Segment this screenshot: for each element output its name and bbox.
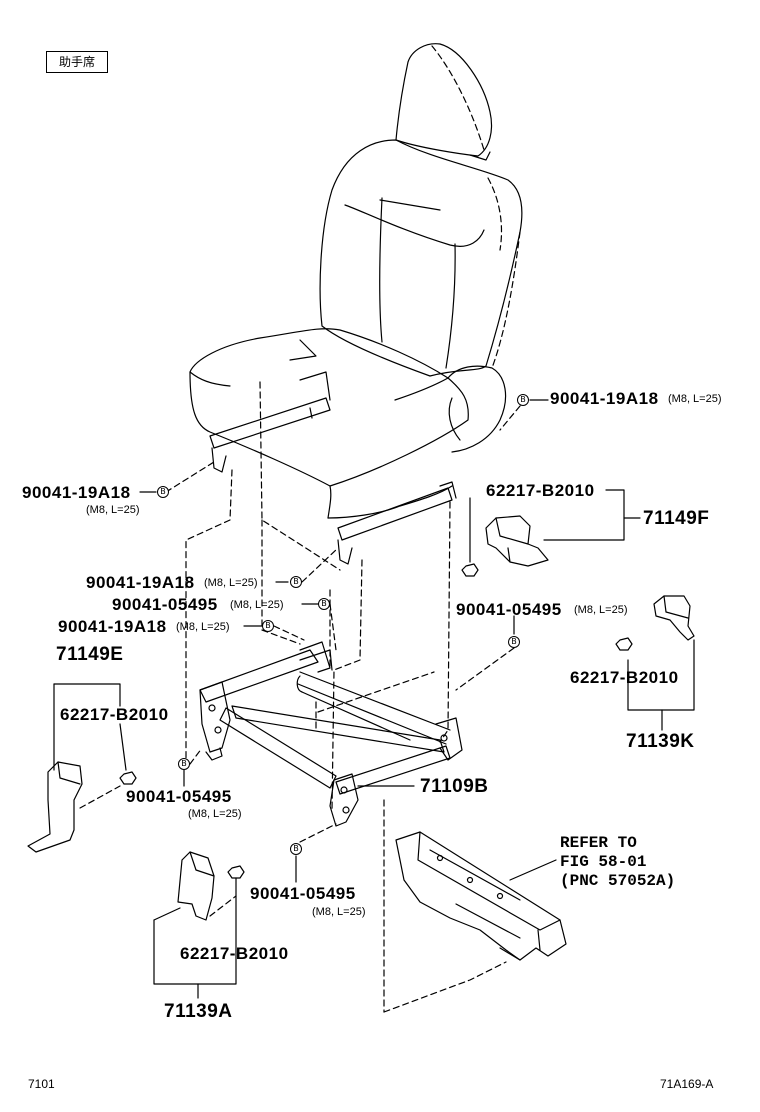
seat-assembly	[185, 43, 523, 811]
part-number-90041-05495: 90041-05495	[126, 787, 232, 806]
part-number-62217-b2010: 62217-B2010	[180, 944, 289, 963]
footer-figure-id: 71A169-A	[660, 1077, 714, 1091]
refer-line-1: REFER TO	[560, 834, 637, 852]
marker-b: B	[508, 636, 520, 648]
spec-label: (M8, L=25)	[312, 906, 366, 918]
part-number-90041-05495: 90041-05495	[112, 595, 218, 614]
refer-line-3: (PNC 57052A)	[560, 872, 676, 890]
part-number-71149e: 71149E	[56, 644, 124, 665]
side-label-box: 助手席	[46, 51, 108, 73]
part-number-90041-19a18: 90041-19A18	[86, 573, 195, 592]
marker-b: B	[262, 620, 274, 632]
marker-b: B	[178, 758, 190, 770]
seat-frame-71109b	[199, 641, 463, 827]
cover-71139k-shape	[653, 595, 695, 641]
marker-b: B	[290, 843, 302, 855]
part-number-71139k: 71139K	[626, 731, 695, 752]
marker-b: B	[318, 598, 330, 610]
spec-label: (M8, L=25)	[574, 604, 628, 616]
marker-b: B	[517, 394, 529, 406]
marker-b: B	[157, 486, 169, 498]
leader-lines	[53, 399, 695, 999]
part-number-90041-05495: 90041-05495	[456, 600, 562, 619]
footer-page-code: 7101	[28, 1077, 55, 1091]
spec-label: (M8, L=25)	[176, 621, 230, 633]
part-number-90041-05495: 90041-05495	[250, 884, 356, 903]
spec-label: (M8, L=25)	[188, 808, 242, 820]
spec-label: (M8, L=25)	[86, 504, 140, 516]
part-number-62217-b2010: 62217-B2010	[486, 481, 595, 500]
nut-icons	[119, 563, 633, 879]
spec-label: (M8, L=25)	[230, 599, 284, 611]
part-number-90041-19a18: 90041-19A18	[58, 617, 167, 636]
part-number-62217-b2010: 62217-B2010	[60, 705, 169, 724]
cushion-frame-57052a	[383, 799, 567, 1013]
spec-label: (M8, L=25)	[668, 393, 722, 405]
part-number-71139a: 71139A	[164, 1001, 233, 1022]
part-number-90041-19a18: 90041-19A18	[22, 483, 131, 502]
part-number-71109b: 71109B	[420, 776, 489, 797]
cover-71139a-shape	[177, 851, 215, 921]
part-number-90041-19a18: 90041-19A18	[550, 389, 659, 408]
seat-rail-left	[209, 397, 331, 449]
cover-71149f-shape	[485, 515, 549, 567]
marker-b: B	[290, 576, 302, 588]
spec-label: (M8, L=25)	[204, 577, 258, 589]
part-number-62217-b2010: 62217-B2010	[570, 668, 679, 687]
part-number-71149f: 71149F	[643, 508, 710, 529]
refer-line-2: FIG 58-01	[560, 853, 647, 871]
seat-cushion	[189, 328, 469, 487]
seat-back	[319, 139, 523, 377]
refer-note: REFER TO FIG 58-01 (PNC 57052A)	[560, 834, 675, 891]
headrest	[395, 43, 493, 157]
cover-71149e-shape	[27, 761, 83, 853]
seat-rail-right	[337, 487, 453, 541]
